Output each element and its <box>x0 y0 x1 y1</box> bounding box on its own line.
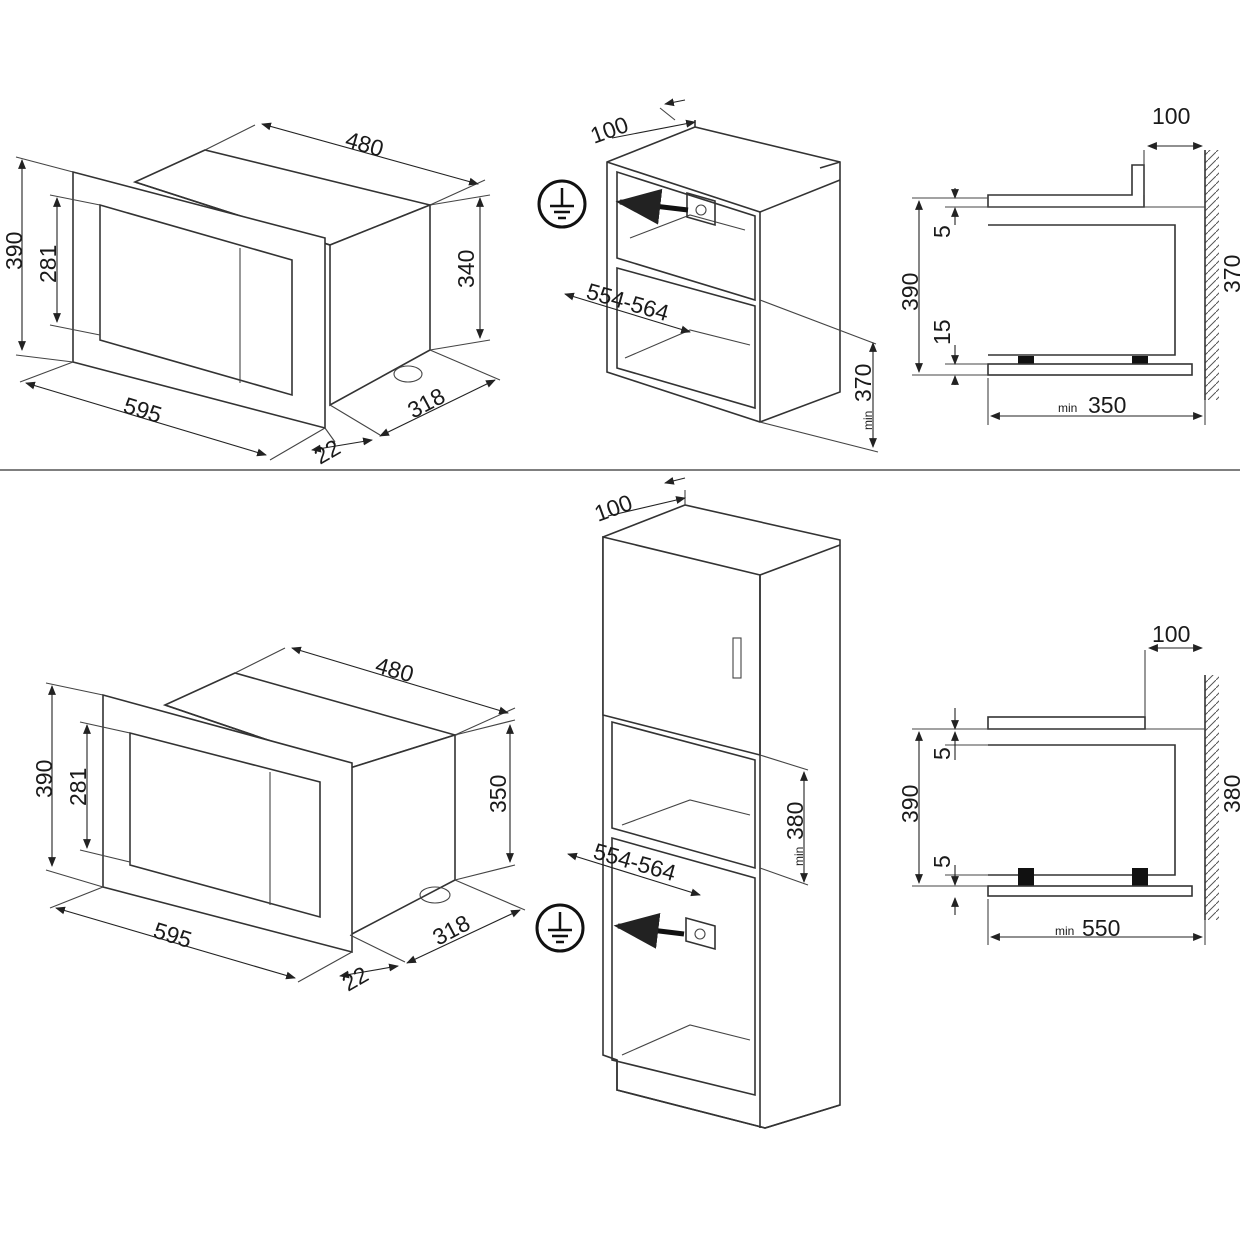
bottom-frame-depth-label: 22 <box>338 961 373 996</box>
bottom-depth-label: 480 <box>373 652 417 688</box>
top-side-gap-top-label: 5 <box>929 225 955 238</box>
top-side-min-height-label: 370 <box>1219 255 1240 293</box>
top-opening-height-label: 370 <box>850 364 876 402</box>
bottom-body-height-label: 350 <box>485 775 511 813</box>
bottom-side-gap-bottom-label: 5 <box>929 855 955 868</box>
ground-symbol-icon <box>535 903 585 953</box>
bottom-window-height-label: 281 <box>65 768 91 806</box>
top-side-min-depth-prefix: min <box>1058 401 1077 415</box>
top-side-gap-bottom-label: 15 <box>929 319 955 345</box>
ground-symbol-icon <box>537 179 587 229</box>
bottom-side-min-height-label: 380 <box>1219 775 1240 813</box>
top-clearance-label: 100 <box>587 111 632 149</box>
top-frame-depth-label: 22 <box>310 434 345 469</box>
bottom-side-min-depth-label: 550 <box>1082 915 1120 941</box>
bottom-body-depth-label: 318 <box>428 909 474 950</box>
top-body-height-label: 340 <box>453 250 479 288</box>
top-side-min-depth-label: 350 <box>1088 392 1126 418</box>
bottom-cabinet-drawing <box>567 476 841 1129</box>
top-width-label: 595 <box>121 392 165 428</box>
top-depth-label: 480 <box>343 126 387 162</box>
top-side-total-height-label: 390 <box>897 273 923 311</box>
top-body-depth-label: 318 <box>403 382 449 423</box>
bottom-opening-height-label: 380 <box>782 802 808 840</box>
bottom-side-gap-top-label: 5 <box>929 747 955 760</box>
bottom-side-view-drawing <box>912 644 1219 945</box>
top-side-view-drawing <box>912 142 1219 425</box>
top-cabinet-drawing <box>564 98 879 453</box>
bottom-side-min-depth-prefix: min <box>1055 924 1074 938</box>
bottom-side-total-height-label: 390 <box>897 785 923 823</box>
top-total-height-label: 390 <box>1 232 27 270</box>
bottom-appliance-drawing <box>45 646 526 983</box>
bottom-total-height-label: 390 <box>31 760 57 798</box>
bottom-width-label: 595 <box>151 917 195 953</box>
top-window-height-label: 281 <box>35 245 61 283</box>
bottom-opening-min-label: min <box>792 847 806 866</box>
top-opening-min-label: min <box>861 411 875 430</box>
top-side-rear-gap-label: 100 <box>1152 103 1190 129</box>
top-appliance-drawing <box>15 122 501 461</box>
bottom-side-rear-gap-label: 100 <box>1152 621 1190 647</box>
bottom-clearance-label: 100 <box>591 489 636 527</box>
